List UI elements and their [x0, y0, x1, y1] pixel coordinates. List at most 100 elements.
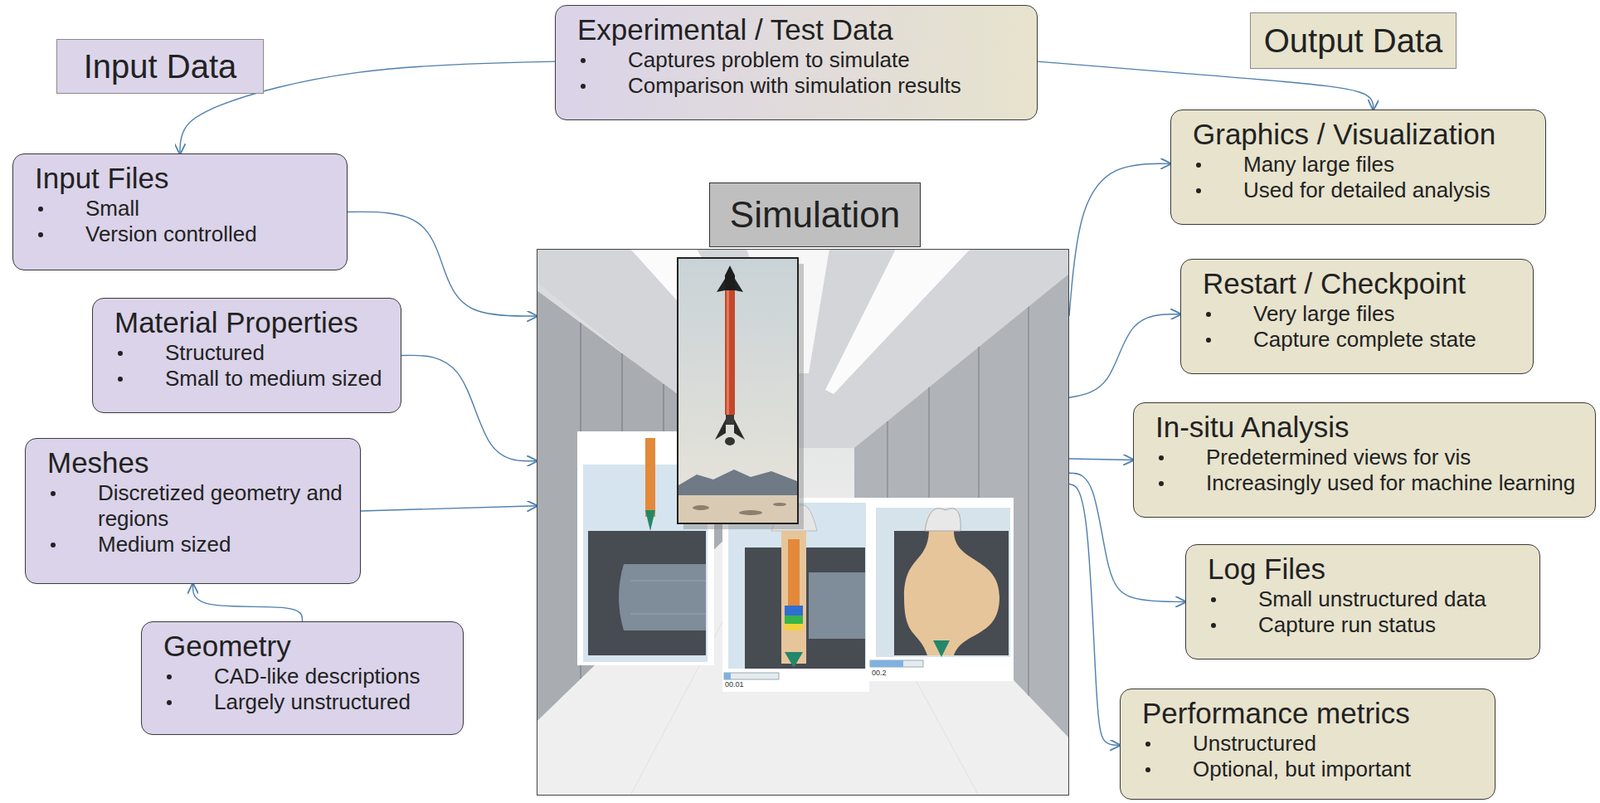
bullet-item: Unstructured — [1142, 730, 1487, 757]
box-heading: Material Properties — [114, 306, 359, 339]
box-heading: Restart / Checkpoint — [1202, 267, 1466, 300]
illustration-part — [645, 437, 656, 517]
illustration-part — [734, 278, 744, 292]
illustration-part — [784, 605, 803, 616]
bullet-text: Small — [85, 195, 140, 221]
bullet-item: Captures problem to simulate — [577, 47, 1029, 73]
output-box: In-situ AnalysisPredetermined views for … — [1133, 402, 1596, 518]
box-heading: Log Files — [1207, 552, 1326, 585]
box-heading-line: Log Files — [1207, 551, 1532, 587]
illustration-part — [781, 530, 807, 664]
data-center-photo — [536, 248, 1070, 796]
input-box: Material PropertiesStructuredSmall to me… — [92, 297, 402, 414]
illustration-part — [808, 572, 866, 639]
illustration-part — [630, 580, 706, 582]
bullet-item: Version controlled — [34, 221, 339, 248]
input-box: GeometryCAD-like descriptionsLargely uns… — [141, 621, 464, 735]
illustration-part — [536, 248, 1070, 796]
bullet-text: Capture complete state — [1253, 326, 1477, 352]
section-tag: Output Data — [1249, 12, 1457, 69]
box-heading-line: Performance metrics — [1142, 695, 1487, 731]
bullet-item: Small unstructured data — [1207, 586, 1532, 613]
bullet-text: Capture run status — [1258, 612, 1436, 638]
progress-readout: 00.01 — [724, 680, 745, 689]
bullet-item: CAD-like descriptions — [163, 663, 455, 690]
bullet-text: Comparison with simulation results — [627, 72, 962, 98]
bullet-dot — [1158, 481, 1164, 487]
bullet-item: Many large files — [1192, 151, 1537, 178]
box-heading: Input Files — [34, 161, 169, 195]
box-heading: Meshes — [47, 446, 150, 479]
illustration-part — [536, 514, 1070, 796]
illustration-part — [854, 273, 1070, 739]
bullet-dot — [117, 376, 123, 382]
illustration-part — [904, 530, 1000, 656]
bullet-text: Discretized geometry and regions — [97, 480, 343, 531]
tag-line: Output Data — [1264, 22, 1444, 59]
bullet-item: Comparison with simulation results — [577, 72, 1029, 99]
bullet-dot — [166, 674, 172, 680]
illustration-part — [678, 495, 798, 523]
missile-photo — [677, 257, 804, 530]
illustration-part — [870, 660, 924, 667]
bullet-text: Structured — [165, 340, 265, 365]
illustration-part — [724, 672, 779, 680]
box-heading-line: In-situ Analysis — [1155, 409, 1587, 445]
bullet-text: Version controlled — [85, 221, 258, 247]
bullet-dot — [1206, 337, 1211, 343]
illustration-part — [716, 278, 725, 292]
bullet-dot — [1196, 188, 1202, 194]
output-box: Restart / CheckpointVery large filesCapt… — [1180, 258, 1534, 375]
section-tag: Input Data — [56, 38, 264, 94]
source-box: Experimental / Test DataCaptures problem… — [554, 4, 1038, 121]
connector-arrow — [193, 583, 303, 622]
illustration-part — [1027, 306, 1030, 696]
box-heading-line: Restart / Checkpoint — [1202, 266, 1525, 302]
illustration-part — [724, 672, 731, 680]
box-heading: Geometry — [163, 629, 292, 662]
bullet-item: Capture run status — [1207, 612, 1532, 638]
illustration-part — [630, 613, 706, 615]
bullet-text: Medium sized — [97, 531, 231, 557]
output-box: Graphics / VisualizationMany large files… — [1170, 109, 1547, 225]
illustration-part — [726, 290, 730, 415]
bullet-item: Very large files — [1202, 301, 1525, 327]
bullet-item: Structured — [114, 340, 393, 366]
bullet-item: Largely unstructured — [163, 689, 455, 715]
bullet-dot — [1158, 455, 1164, 461]
illustration-part — [588, 530, 706, 656]
bullet-item: Increasingly used for machine learning — [1155, 470, 1587, 497]
simulation-frame-3 — [869, 497, 1014, 681]
bullet-item: Optional, but important — [1142, 756, 1487, 783]
bullet-dot — [1145, 741, 1151, 747]
bullet-item: Capture complete state — [1202, 326, 1525, 353]
bullet-text: Very large files — [1253, 301, 1396, 326]
section-label: Output Data — [1264, 22, 1444, 59]
connector-arrow — [1069, 163, 1171, 317]
box-heading-line: Experimental / Test Data — [577, 12, 1029, 48]
bullet-dot — [50, 542, 56, 548]
bullet-dot — [50, 491, 56, 497]
bullet-text: Largely unstructured — [213, 689, 411, 715]
box-heading: In-situ Analysis — [1155, 410, 1349, 443]
illustration-part — [677, 257, 798, 524]
bullet-item: Medium sized — [47, 531, 352, 558]
illustration-part — [739, 510, 763, 516]
bullet-text: Unstructured — [1192, 730, 1317, 756]
bullet-text: Optional, but important — [1192, 756, 1411, 782]
box-heading: Graphics / Visualization — [1192, 117, 1496, 151]
simulation-heading: Simulation — [729, 194, 900, 236]
box-heading-line: Graphics / Visualization — [1192, 116, 1537, 152]
illustration-part — [678, 469, 798, 498]
bullet-text: Predetermined views for vis — [1206, 444, 1471, 470]
illustration-part — [724, 437, 735, 446]
illustration-part — [875, 507, 1011, 657]
box-heading-line: Meshes — [47, 445, 352, 481]
bullet-item: Discretized geometry and regions — [47, 480, 352, 532]
box-heading: Performance metrics — [1142, 696, 1411, 730]
bullet-item: Small to medium sized — [114, 365, 393, 392]
bullet-text: Many large files — [1243, 151, 1395, 177]
illustration-part — [724, 290, 735, 415]
box-heading-line: Input Files — [34, 160, 339, 196]
